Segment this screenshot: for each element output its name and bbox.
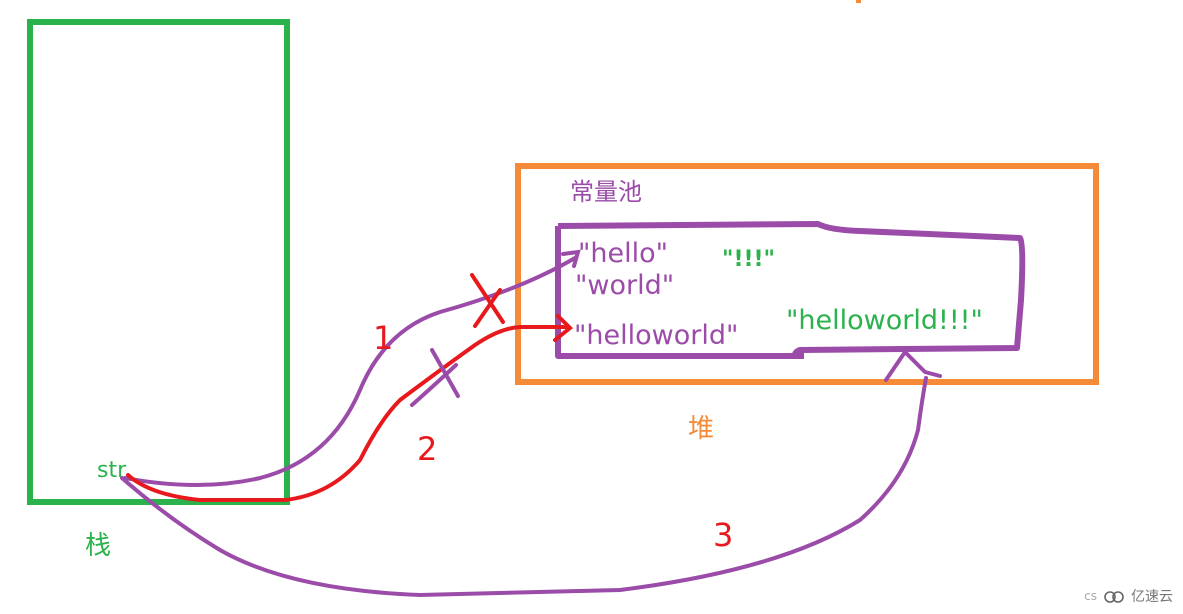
step-label-2: 2 xyxy=(417,430,438,468)
reference-2-arrowhead xyxy=(553,314,573,342)
step-label-3: 3 xyxy=(713,516,734,554)
pool-string-hello: "hello" xyxy=(578,238,669,269)
heap-box xyxy=(515,163,1099,385)
pool-string-helloworld-exclaimed: "helloworld!!!" xyxy=(786,305,983,336)
step-label-1: 1 xyxy=(373,319,394,357)
pool-string-exclamations: "!!!" xyxy=(722,247,776,272)
pool-string-helloworld: "helloworld" xyxy=(574,320,739,351)
watermark-text: 亿速云 xyxy=(1131,589,1173,605)
stack-box xyxy=(27,19,290,505)
cloud-logo-icon xyxy=(1104,591,1124,603)
cross-mark-1 xyxy=(470,273,505,328)
reference-1-arrowhead xyxy=(561,249,581,268)
watermark: cs 亿速云 xyxy=(1084,586,1173,606)
stack-label: 栈 xyxy=(85,531,112,561)
heap-label: 堆 xyxy=(688,414,715,444)
reference-3-arrow xyxy=(120,376,928,598)
reference-2-arrow xyxy=(126,325,570,502)
watermark-prefix: cs xyxy=(1084,589,1097,603)
pool-string-world: "world" xyxy=(575,270,675,301)
reference-3-arrowhead xyxy=(884,348,942,382)
top-orange-mark xyxy=(856,0,861,3)
reference-1-arrow xyxy=(123,256,577,487)
constant-pool-label: 常量池 xyxy=(570,178,642,206)
cross-mark-2 xyxy=(410,348,460,407)
stack-variable-str: str xyxy=(97,458,127,483)
